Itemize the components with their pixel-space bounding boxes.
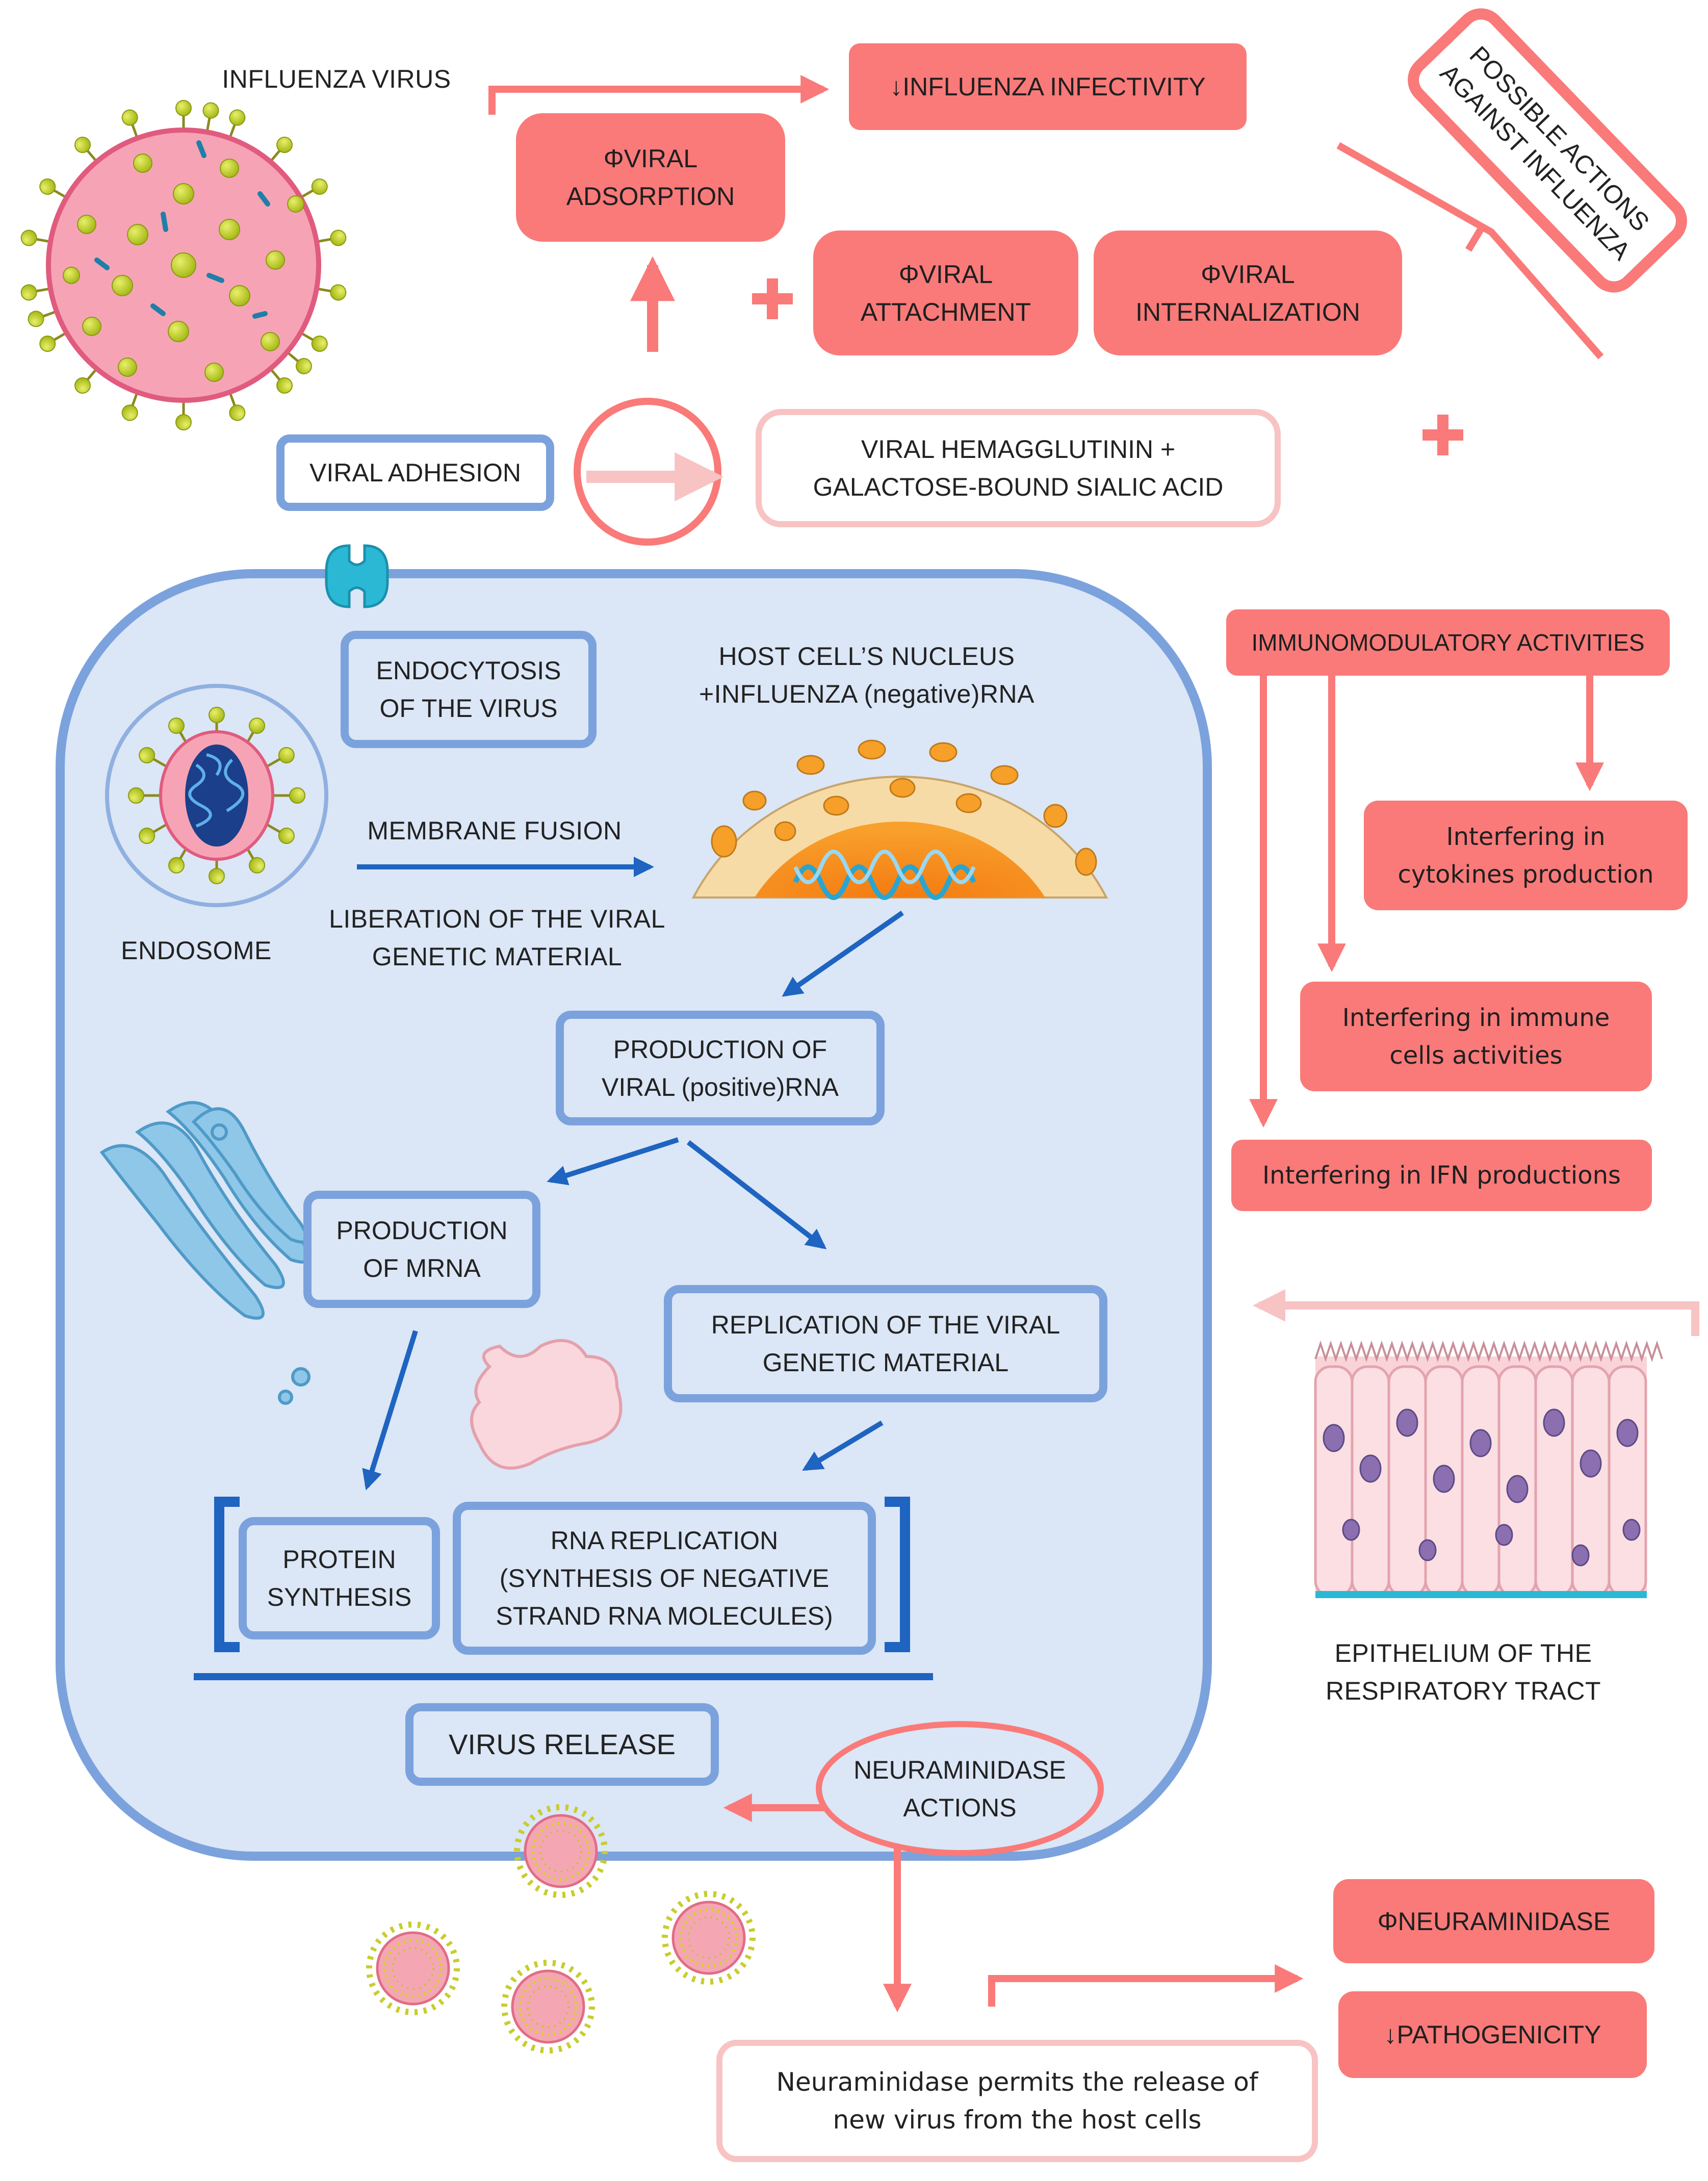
attachment-line-2: ATTACHMENT <box>860 297 1031 326</box>
connector-infectivity <box>488 75 830 115</box>
influenza-virus-icon <box>20 100 347 430</box>
cytokines-line-1: Interfering in <box>1446 822 1606 851</box>
pathogenicity-box: ↓PATHOGENICITY <box>1338 1991 1647 2078</box>
endocytosis-box: ENDOCYTOSIS OF THE VIRUS <box>341 631 597 748</box>
replication-line-2: GENETIC MATERIAL <box>762 1348 1009 1377</box>
liberation-line-1: LIBERATION OF THE VIRAL <box>329 905 665 933</box>
connector-bottom-right <box>988 1964 1304 2007</box>
bracket-possible-actions <box>1336 142 1604 360</box>
released-virus-icon <box>369 1925 457 2012</box>
internalization-box: ΦVIRAL INTERNALIZATION <box>1094 230 1402 355</box>
replication-line-1: REPLICATION OF THE VIRAL <box>711 1311 1060 1339</box>
hemagglutinin-box: VIRAL HEMAGGLUTININ + GALACTOSE-BOUND SI… <box>756 409 1281 527</box>
cytokines-line-2: cytokines production <box>1398 860 1654 889</box>
rna-replication-line-1: RNA REPLICATION <box>550 1526 779 1555</box>
virus-title: INFLUENZA VIRUS <box>222 65 451 93</box>
hemagglutinin-line-2: GALACTOSE-BOUND SIALIC ACID <box>813 473 1224 501</box>
protein-synthesis-line-2: SYNTHESIS <box>267 1583 412 1611</box>
bracket-left <box>214 1497 240 1652</box>
liberation-line-2: GENETIC MATERIAL <box>372 942 623 971</box>
arrow-nucleus-to-production <box>782 910 904 997</box>
internalization-line-2: INTERNALIZATION <box>1135 297 1360 326</box>
cytokines-box: Interfering in cytokines production <box>1364 801 1688 910</box>
plus-icon <box>752 278 793 319</box>
arrow-to-protein <box>362 1330 418 1491</box>
production-mrna-line-2: OF MRNA <box>363 1254 481 1282</box>
adsorption-line-2: ADSORPTION <box>566 182 735 211</box>
membrane-receptor-icon <box>325 544 389 608</box>
arrow-to-mrna <box>547 1137 679 1186</box>
membrane-fusion-label: MEMBRANE FUSION <box>367 816 622 845</box>
liberation-label: LIBERATION OF THE VIRAL GENETIC MATERIAL <box>316 900 678 976</box>
released-virus-icon <box>504 1963 592 2050</box>
nucleus-line-2: +INFLUENZA (negative)RNA <box>698 680 1035 708</box>
neuraminidase-line-1: NEURAMINIDASE <box>853 1755 1066 1784</box>
endocytosis-line-1: ENDOCYTOSIS <box>376 656 561 685</box>
endosome-icon <box>105 684 328 907</box>
epithelium-line-1: EPITHELIUM OF THE <box>1334 1639 1592 1667</box>
replication-box: REPLICATION OF THE VIRAL GENETIC MATERIA… <box>664 1285 1107 1402</box>
attachment-box: ΦVIRAL ATTACHMENT <box>813 230 1078 355</box>
production-mrna-line-1: PRODUCTION <box>336 1216 508 1245</box>
arrow-to-replication <box>686 1140 827 1249</box>
production-mrna-box: PRODUCTION OF MRNA <box>303 1191 540 1308</box>
rna-replication-line-2: (SYNTHESIS OF NEGATIVE <box>499 1564 830 1593</box>
adsorption-line-1: ΦVIRAL <box>603 144 698 173</box>
golgi-icon <box>99 1101 310 1405</box>
plus-icon <box>1422 415 1463 455</box>
nucleus-icon <box>691 739 1108 900</box>
endosome-label: ENDOSOME <box>121 936 272 965</box>
released-virus-icon <box>665 1894 753 1982</box>
viral-adhesion-box: VIRAL ADHESION <box>276 434 554 511</box>
phi-neuraminidase-box: ΦNEURAMINIDASE <box>1333 1879 1654 1963</box>
protein-synthesis-line-1: PROTEIN <box>282 1545 396 1574</box>
production-rna-box: PRODUCTION OF VIRAL (positive)RNA <box>556 1011 885 1125</box>
ifn-box: Interfering in IFN productions <box>1231 1140 1652 1211</box>
immune-cells-box: Interfering in immune cells activities <box>1300 982 1652 1091</box>
immunomodulatory-header: IMMUNOMODULATORY ACTIVITIES <box>1226 609 1670 676</box>
neuraminidase-line-2: ACTIONS <box>903 1793 1017 1822</box>
infectivity-box: ↓INFLUENZA INFECTIVITY <box>849 43 1247 130</box>
endocytosis-line-2: OF THE VIRUS <box>379 694 558 723</box>
bracket-right <box>885 1497 910 1652</box>
adsorption-box: ΦVIRAL ADSORPTION <box>516 113 785 242</box>
attachment-line-1: ΦVIRAL <box>898 260 993 289</box>
protein-synthesis-box: PROTEIN SYNTHESIS <box>239 1517 440 1639</box>
hemagglutinin-line-1: VIRAL HEMAGGLUTININ + <box>861 435 1176 464</box>
arrow-to-rna-replication <box>802 1420 884 1471</box>
release-note-line-2: new virus from the host cells <box>833 2105 1202 2135</box>
epithelium-line-2: RESPIRATORY TRACT <box>1325 1677 1601 1705</box>
nucleus-line-1: HOST CELL’S NUCLEUS <box>718 642 1015 671</box>
ribosome-icon <box>470 1339 623 1470</box>
immune-cells-line-1: Interfering in immune <box>1342 1003 1610 1032</box>
epithelium-icon <box>1314 1340 1663 1598</box>
production-rna-line-1: PRODUCTION OF <box>613 1035 827 1064</box>
release-note-line-1: Neuraminidase permits the release of <box>776 2067 1258 2097</box>
rna-replication-box: RNA REPLICATION (SYNTHESIS OF NEGATIVE S… <box>453 1502 876 1655</box>
immune-cells-line-2: cells activities <box>1389 1041 1563 1070</box>
release-note-box: Neuraminidase permits the release of new… <box>716 2040 1318 2162</box>
nucleus-label: HOST CELL’S NUCLEUS +INFLUENZA (negative… <box>678 637 1055 713</box>
neuraminidase-ellipse: NEURAMINIDASE ACTIONS <box>816 1721 1104 1856</box>
rna-replication-line-3: STRAND RNA MOLECULES) <box>496 1602 833 1630</box>
epithelium-label: EPITHELIUM OF THE RESPIRATORY TRACT <box>1295 1634 1632 1710</box>
virus-release-box: VIRUS RELEASE <box>405 1703 719 1786</box>
internalization-line-1: ΦVIRAL <box>1201 260 1295 289</box>
production-rna-line-2: VIRAL (positive)RNA <box>602 1072 839 1101</box>
epithelium-arrow <box>1253 1289 1699 1336</box>
